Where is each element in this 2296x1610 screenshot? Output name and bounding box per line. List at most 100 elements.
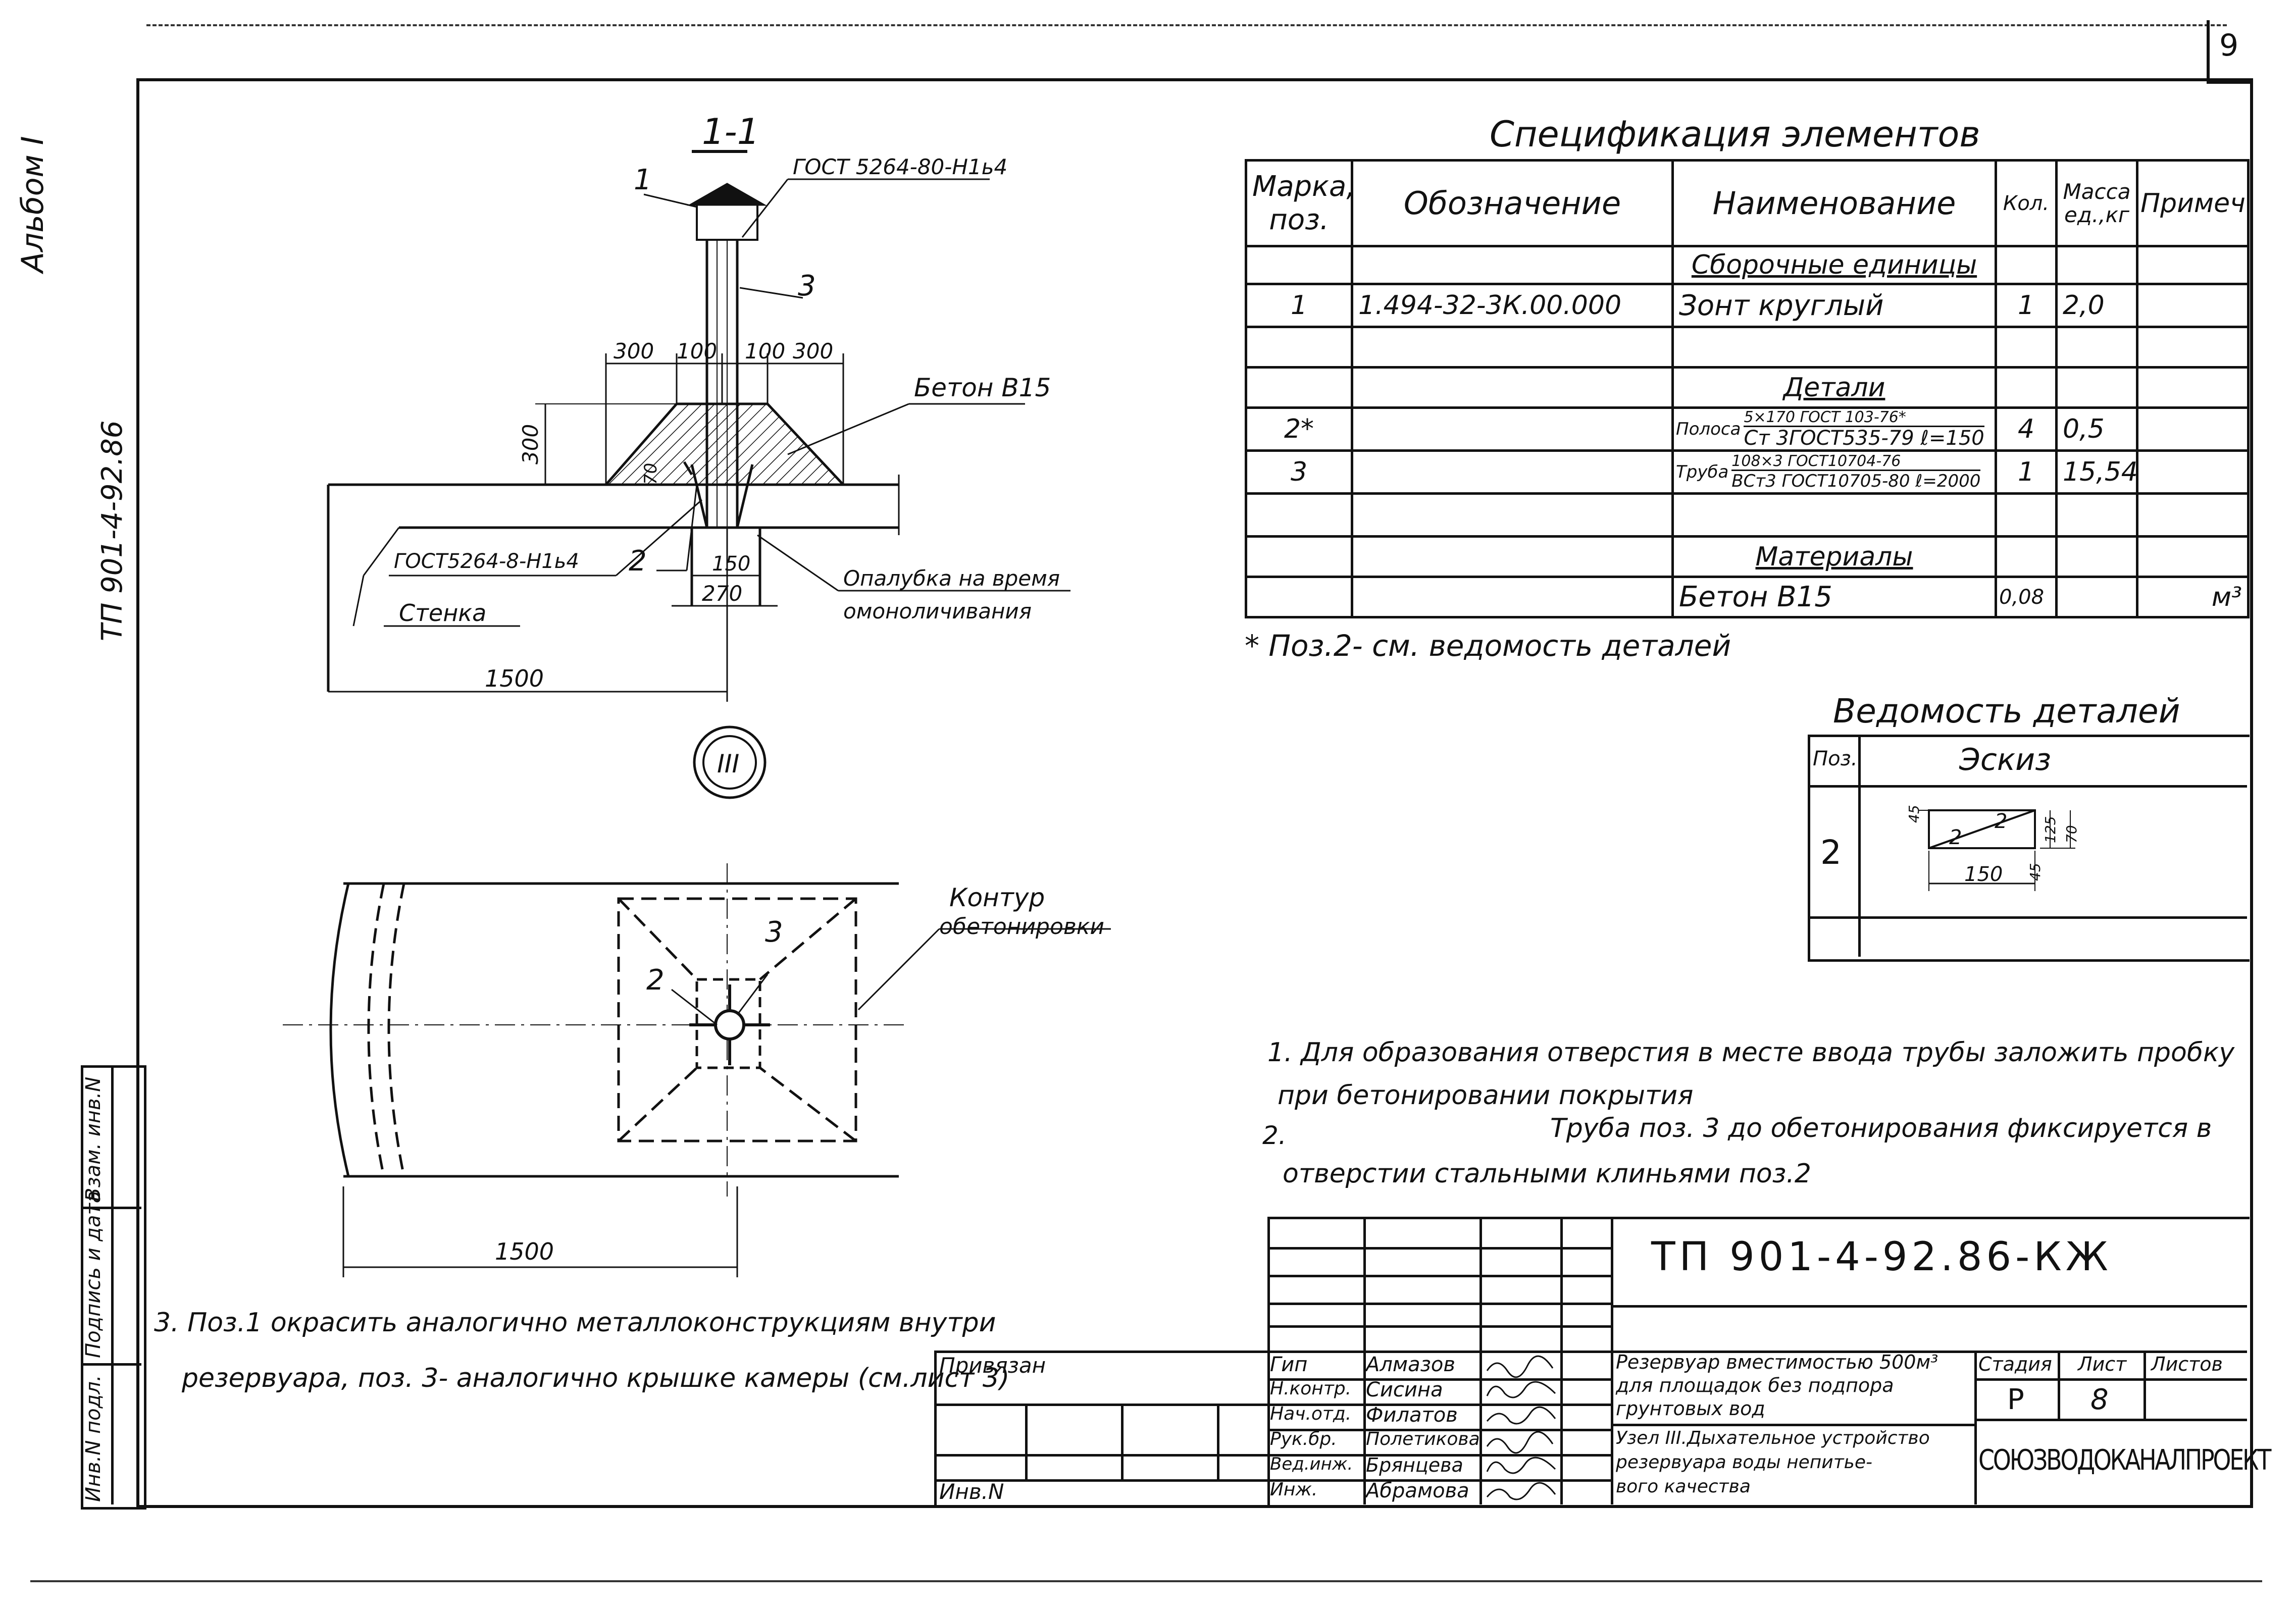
dim-300a: 300 (614, 339, 654, 363)
row4-note: м³ (2136, 576, 2250, 618)
tb-row (1611, 1305, 2247, 1308)
object-title-line: грунтовых вод (1616, 1397, 1765, 1420)
spec-title: Спецификация элементов (1490, 114, 1980, 155)
row3-qty: 1 (1995, 449, 2058, 495)
role: Нач.отд. (1270, 1404, 1352, 1424)
person-name: Полетикова (1366, 1429, 1480, 1449)
tb-row (1267, 1325, 1611, 1328)
tb-row (1974, 1378, 2247, 1381)
details-col-sketch: Эскиз (1959, 742, 2052, 777)
object-title: Резервуар вместимостью 500м³ для площадо… (1616, 1351, 1972, 1420)
section-details: Детали (1671, 366, 1997, 409)
sketch-dim-45b: 45 (2027, 863, 2044, 881)
side-stamp-divider (111, 1065, 114, 1504)
dim-300v: 300 (518, 424, 543, 464)
note-3-line-1: 3. Поз.1 окрасить аналогично металлоконс… (154, 1308, 996, 1338)
sketch-dim-125: 125 (2042, 816, 2059, 843)
tb-row (1267, 1429, 1611, 1431)
gost-left: ГОСТ5264-8-Н1ь4 (394, 550, 579, 573)
details-header-line (1808, 785, 2247, 788)
col-stage: Стадия (1978, 1353, 2052, 1375)
privyazan-col (1025, 1404, 1028, 1479)
row3-mark: 3 (1245, 449, 1353, 495)
callout-3: 3 (798, 270, 816, 302)
roles-list: Гип Н.контр. Нач.отд. Рук.бр. Вед.инж. И… (1270, 1353, 1361, 1504)
section-materials: Материалы (1671, 535, 1997, 578)
dim-70: 70 (641, 463, 661, 485)
tb-col (1974, 1351, 1977, 1504)
row3-name-bottom: ВСт3 ГОСТ10705-80 ℓ=2000 (1731, 471, 1981, 491)
privyazan-col (1121, 1404, 1124, 1479)
tb-col (1560, 1217, 1563, 1504)
beton-label: Бетон В15 (914, 373, 1051, 402)
tb-col (1479, 1217, 1482, 1504)
doc-code: ТП 901-4-92.86-КЖ (1651, 1234, 2112, 1280)
person-name: Сисина (1366, 1378, 1443, 1401)
col-sheet: Лист (2078, 1353, 2127, 1375)
tb-row (1267, 1378, 1611, 1381)
tb-row (1974, 1419, 2247, 1421)
tb-row (1267, 1303, 1611, 1305)
privyazan-row (934, 1454, 1267, 1457)
person-name: Филатов (1366, 1404, 1458, 1427)
sheet-title-line: вого качества (1616, 1476, 1751, 1497)
plan-callout-3: 3 (765, 916, 783, 949)
col-mass: Масса ед.,кг (2055, 159, 2138, 247)
row3-name-prefix: Труба (1676, 462, 1729, 482)
section-title: 1-1 (702, 111, 759, 152)
sketch-dim-70: 70 (2063, 825, 2080, 843)
note-1-line-2: при бетонировании покрытия (1278, 1080, 1694, 1111)
section-assembly: Сборочные единицы (1671, 245, 1997, 285)
object-title-line: Резервуар вместимостью 500м³ (1616, 1351, 1938, 1373)
role: Гип (1270, 1353, 1308, 1376)
opalubka-2: омоноличивания (843, 599, 1032, 624)
col-mark: Марка, поз. (1245, 159, 1353, 247)
person-name: Абрамова (1366, 1479, 1469, 1502)
privyazan-row (934, 1479, 1267, 1482)
details-row-line (1808, 916, 2247, 919)
row2-name-bottom: Ст 3ГОСТ535-79 ℓ=150 (1744, 426, 1984, 450)
sheet-title-line: Узел III.Дыхательное устройство (1616, 1428, 1930, 1448)
sheet-title: Узел III.Дыхательное устройство резервуа… (1616, 1426, 1972, 1499)
drawing-frame (136, 78, 2253, 1508)
dim-100a: 100 (677, 339, 717, 363)
row2-qty: 4 (1995, 406, 2058, 452)
privyazan-box (934, 1351, 1270, 1507)
side-stamp (81, 1065, 146, 1510)
tb-col (2144, 1351, 2146, 1419)
signatures (1486, 1355, 1556, 1500)
names-list: Алмазов Сисина Филатов Полетикова Брянце… (1366, 1353, 1480, 1504)
callout-1: 1 (634, 164, 652, 196)
row2-mass: 0,5 (2055, 406, 2138, 452)
tb-row (1267, 1454, 1611, 1457)
callout-2: 2 (629, 545, 647, 578)
page-number-box (2207, 20, 2250, 84)
bottom-trim-line (30, 1580, 2262, 1582)
organization: СОЮЗВОДОКАНАЛПРОЕКТ (1978, 1444, 2271, 1477)
role: Н.контр. (1270, 1378, 1352, 1399)
opalubka-1: Опалубка на время (843, 566, 1060, 591)
gost-top: ГОСТ 5264-80-Н1ь4 (793, 154, 1007, 179)
note-3-line-2: резервуара, поз. 3- аналогично крышке ка… (182, 1363, 1010, 1393)
stage-value: Р (2007, 1383, 2024, 1416)
contour-label-1: Контур (949, 883, 1045, 912)
tb-row (1267, 1351, 2247, 1353)
row1-mark: 1 (1245, 283, 1353, 328)
side-stamp-row (81, 1363, 141, 1366)
dim-300b: 300 (793, 339, 833, 363)
row2-name: Полоса 5×170 ГОСТ 103-76* Ст 3ГОСТ535-79… (1671, 406, 1997, 452)
col-qty: Кол. (1995, 159, 2058, 247)
object-title-line: для площадок без подпора (1616, 1374, 1894, 1396)
sketch-dim-150: 150 (1964, 863, 2003, 886)
section-drawing: 1-1 1 ГОСТ 5264-80-Н1ь4 3 300 100 100 30… (327, 111, 1070, 799)
tb-col (1363, 1217, 1366, 1504)
privyazan-label: Привязан (939, 1353, 1046, 1378)
role: Вед.инж. (1270, 1454, 1353, 1474)
row1-designation: 1.494-32-3К.00.000 (1351, 283, 1674, 328)
role: Инж. (1270, 1479, 1318, 1500)
row3-name: Труба 108×3 ГОСТ10704-76 ВСт3 ГОСТ10705-… (1671, 449, 1997, 495)
side-stamp-row (81, 1207, 141, 1209)
stenka-label: Стенка (399, 599, 486, 627)
tb-row (1267, 1479, 1611, 1482)
page-number: 9 (2219, 28, 2239, 63)
